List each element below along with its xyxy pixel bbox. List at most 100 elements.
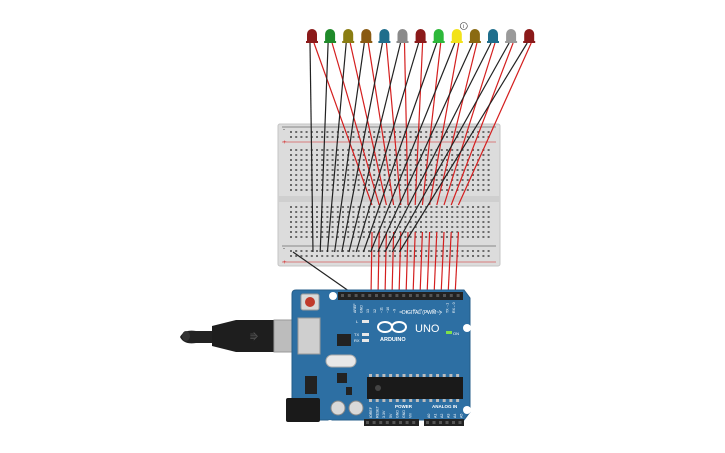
breadboard-hole <box>404 216 407 218</box>
uno-model: UNO <box>415 323 440 335</box>
reset-button[interactable] <box>305 297 315 307</box>
wire-signal-to-pin[interactable] <box>447 231 452 297</box>
wire-signal-to-pin[interactable] <box>433 231 438 297</box>
breadboard-hole <box>347 226 350 228</box>
wire-gnd-to-arduino[interactable] <box>292 251 357 297</box>
wire-signal-to-pin[interactable] <box>426 231 431 297</box>
wire-signal-to-pin[interactable] <box>440 231 445 297</box>
led-body <box>343 29 354 42</box>
breadboard-hole <box>368 226 370 228</box>
breadboard-hole <box>336 206 339 208</box>
breadboard-hole <box>388 131 391 133</box>
breadboard-hole <box>373 226 376 228</box>
led[interactable] <box>414 29 427 43</box>
breadboard-hole <box>451 211 454 213</box>
wire-signal[interactable] <box>403 42 409 206</box>
wire-signal-to-pin[interactable] <box>398 231 402 297</box>
wire-ground[interactable] <box>309 42 314 253</box>
wire-signal[interactable] <box>385 42 402 206</box>
wire-ground[interactable] <box>355 42 420 253</box>
breadboard-hole <box>477 169 480 171</box>
wire-ground[interactable] <box>398 42 528 253</box>
wire-signal[interactable] <box>421 42 442 206</box>
breadboard-hole <box>446 149 448 151</box>
analog-pin-label: A4 <box>453 414 457 418</box>
led[interactable] <box>342 29 355 43</box>
led[interactable] <box>396 29 409 43</box>
wire-ground[interactable] <box>362 42 438 253</box>
digital-pin-label: 7 <box>406 311 410 313</box>
chip-pin <box>415 399 419 402</box>
breadboard-hole <box>336 189 339 191</box>
wire-signal-to-pin[interactable] <box>405 231 409 297</box>
breadboard-hole <box>290 159 292 161</box>
wire-signal[interactable] <box>436 42 478 206</box>
wire-signal-to-pin[interactable] <box>419 231 423 297</box>
wire-ground[interactable] <box>348 42 402 253</box>
wire-signal-to-pin[interactable] <box>377 231 380 297</box>
led[interactable] <box>487 29 499 43</box>
wire-signal[interactable] <box>443 42 496 206</box>
led[interactable] <box>505 29 518 43</box>
breadboard-hole <box>326 221 329 223</box>
breadboard-hole <box>295 226 298 228</box>
wire-signal[interactable] <box>313 42 373 206</box>
led[interactable] <box>360 29 373 43</box>
breadboard-hole <box>435 226 438 228</box>
analog-pin-label: A1 <box>434 414 438 418</box>
breadboard-hole <box>487 131 490 133</box>
wire-signal[interactable] <box>429 42 460 206</box>
breadboard-hole <box>347 169 350 171</box>
wire-ground[interactable] <box>326 42 347 253</box>
wire-signal-to-pin[interactable] <box>384 231 387 297</box>
breadboard-hole <box>482 236 485 238</box>
wire-signal-to-pin[interactable] <box>391 231 395 297</box>
led[interactable] <box>324 29 337 43</box>
breadboard-hole <box>316 154 318 156</box>
wire-signal[interactable] <box>450 42 514 206</box>
wire-ground[interactable] <box>319 42 329 253</box>
led-body <box>524 29 535 42</box>
breadboard-hole <box>383 174 386 176</box>
led[interactable] <box>468 29 481 43</box>
breadboard-hole <box>487 164 490 166</box>
wire-ground[interactable] <box>384 42 492 253</box>
wire-ground[interactable] <box>334 42 365 253</box>
wire-ground[interactable] <box>341 42 383 253</box>
breadboard-hole <box>440 221 443 223</box>
wire-signal[interactable] <box>414 42 424 206</box>
wire-signal-to-pin[interactable] <box>412 231 416 297</box>
led[interactable] <box>432 29 445 43</box>
led[interactable] <box>378 29 391 43</box>
breadboard-hole <box>357 149 360 151</box>
breadboard-hole <box>409 189 412 191</box>
breadboard-hole <box>300 211 303 213</box>
breadboard-hole <box>331 236 334 238</box>
led[interactable] <box>523 29 536 43</box>
wire-signal-to-pin[interactable] <box>370 231 373 297</box>
wire-ground[interactable] <box>377 42 474 253</box>
breadboard-hole <box>342 154 344 156</box>
digital-pin-label: AREF <box>353 303 357 313</box>
breadboard-hole <box>388 184 391 186</box>
breadboard-hole <box>290 164 292 166</box>
breadboard-hole <box>394 131 396 133</box>
breadboard-hole <box>461 206 464 208</box>
wire-ground[interactable] <box>391 42 510 253</box>
breadboard-hole <box>316 159 318 161</box>
wire-ground[interactable] <box>370 42 456 253</box>
breadboard-hole <box>305 250 308 252</box>
wire-signal[interactable] <box>349 42 387 206</box>
breadboard-hole <box>482 174 485 176</box>
breadboard-hole <box>295 164 298 166</box>
wire-signal[interactable] <box>457 42 532 206</box>
info-badge-icon[interactable] <box>459 22 468 30</box>
wire-signal[interactable] <box>331 42 380 206</box>
wire-signal-to-pin[interactable] <box>454 231 459 297</box>
breadboard-hole <box>472 255 474 257</box>
led[interactable]: i <box>450 22 468 44</box>
led[interactable] <box>306 29 318 43</box>
breadboard-hole <box>487 250 490 252</box>
chip-pin <box>382 374 386 377</box>
